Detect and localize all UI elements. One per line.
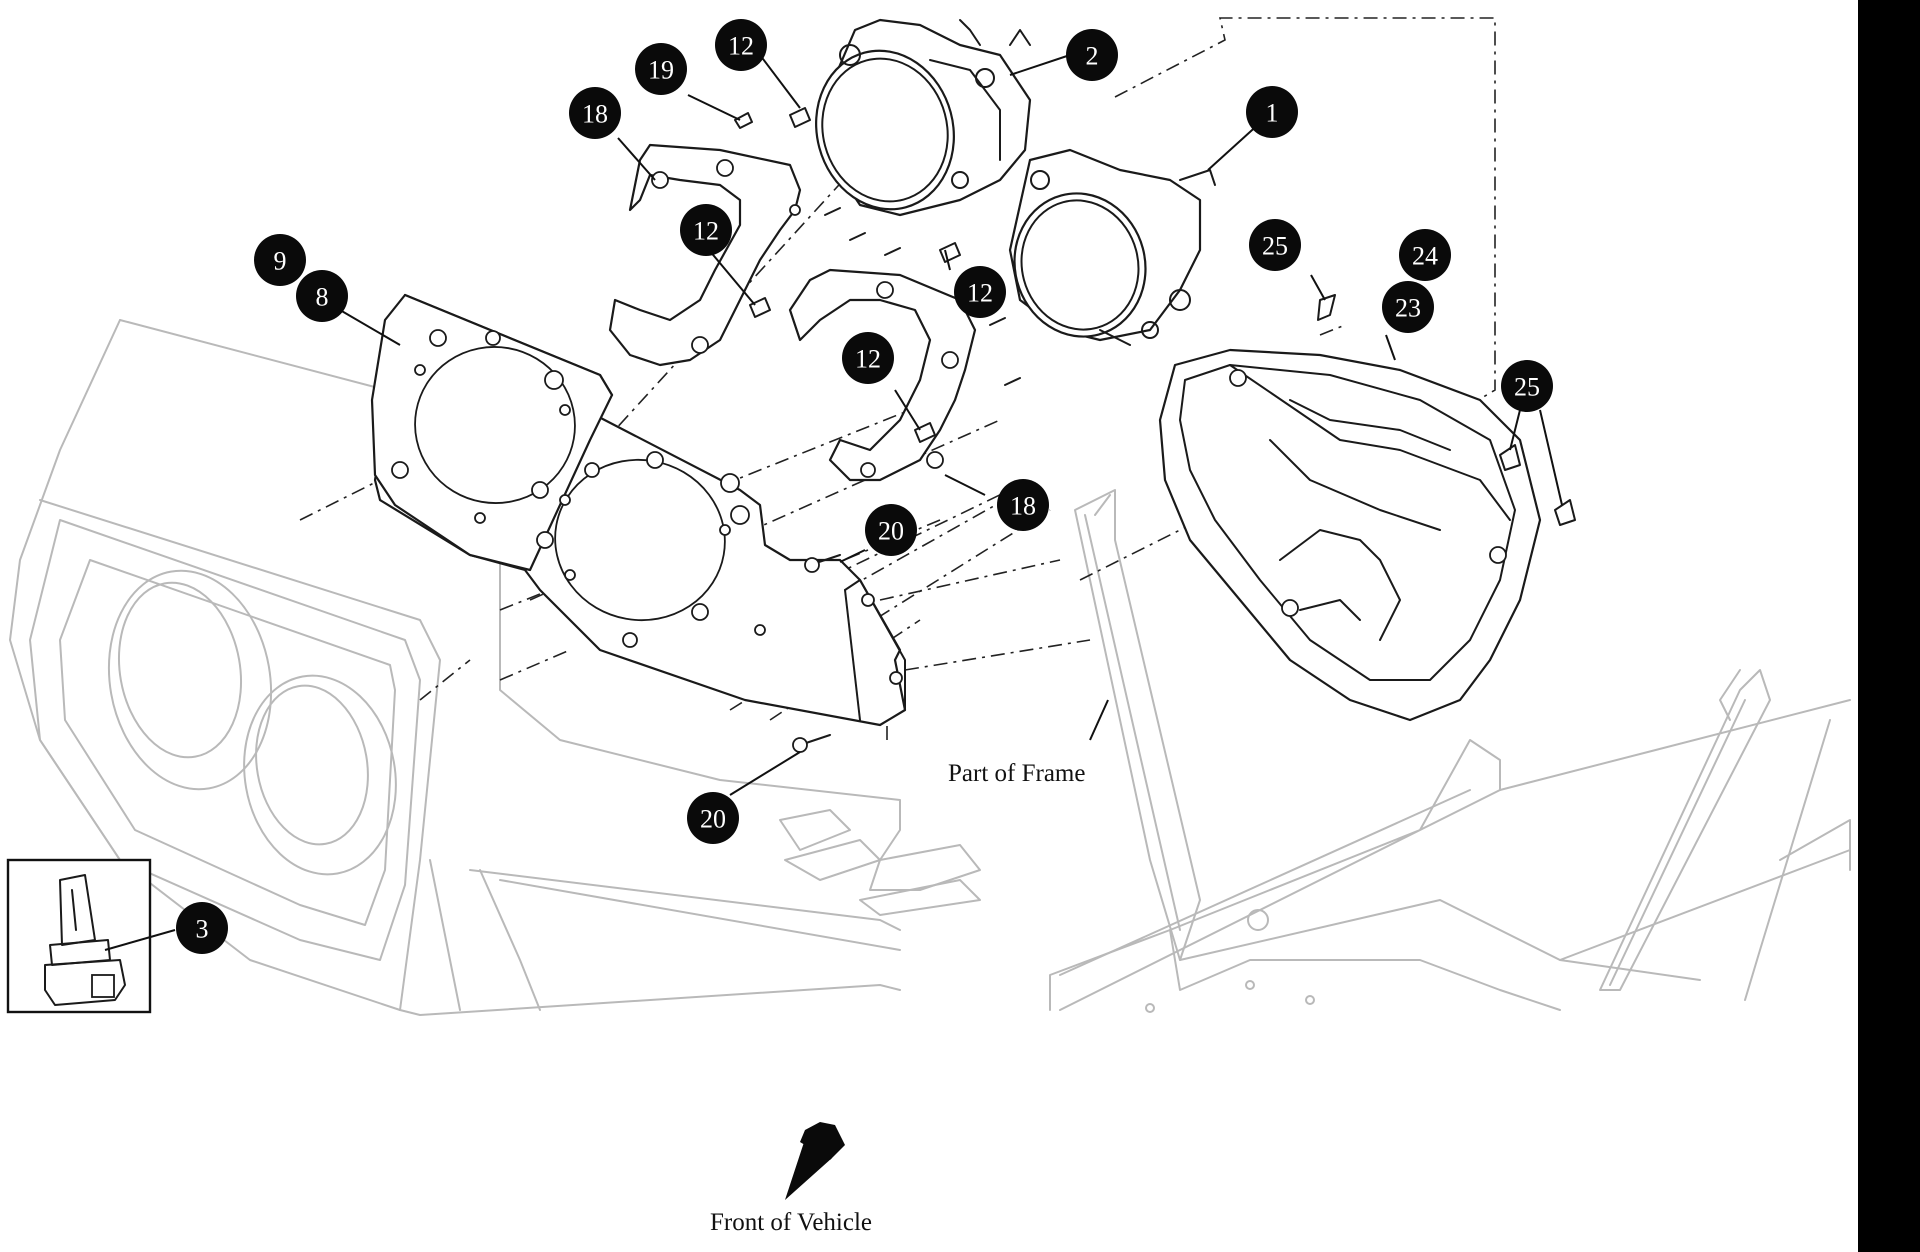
- callout-20-bottom: 20: [687, 792, 739, 844]
- fasteners: [734, 107, 1576, 753]
- mounting-bracket-8-9: [370, 293, 907, 727]
- callout-1-label: 1: [1266, 99, 1279, 128]
- ring-bracket-18-upper: [608, 143, 802, 367]
- callout-12-right: 12: [954, 266, 1006, 318]
- callout-12-mid: 12: [842, 332, 894, 384]
- callout-18-top: 18: [569, 87, 621, 139]
- callout-12-mid-label: 12: [855, 345, 881, 374]
- callout-20-top: 20: [865, 504, 917, 556]
- callout-12-top: 12: [715, 19, 767, 71]
- callout-23-label: 23: [1395, 294, 1421, 323]
- front-of-vehicle-label: Front of Vehicle: [710, 1209, 872, 1236]
- part-of-frame-label: Part of Frame: [948, 760, 1085, 787]
- callout-9: 9: [254, 234, 306, 286]
- callout-12-right-label: 12: [967, 279, 993, 308]
- callout-24: 24: [1399, 229, 1451, 281]
- callout-20-bottom-label: 20: [700, 805, 726, 834]
- right-black-border: [1858, 0, 1920, 1252]
- callout-3-label: 3: [196, 915, 209, 944]
- callout-23: 23: [1382, 281, 1434, 333]
- callout-12-left: 12: [680, 204, 732, 256]
- callout-19-label: 19: [648, 56, 674, 85]
- callout-25-right: 25: [1501, 360, 1553, 412]
- headlamp-housing-23-24: [1158, 348, 1542, 722]
- headlamp-2: [815, 18, 1032, 217]
- callout-9-label: 9: [274, 247, 287, 276]
- vehicle-body-ghost: [9, 319, 1851, 1016]
- callout-24-label: 24: [1412, 242, 1438, 271]
- callout-19: 19: [635, 43, 687, 95]
- callout-12-left-label: 12: [693, 217, 719, 246]
- callout-25-left-label: 25: [1262, 232, 1288, 261]
- callout-12-top-label: 12: [728, 32, 754, 61]
- callout-8-label: 8: [316, 283, 329, 312]
- callout-18-bottom-label: 18: [1010, 492, 1036, 521]
- callout-1: 1: [1246, 86, 1298, 138]
- callout-2-label: 2: [1086, 42, 1099, 71]
- callout-18-bottom: 18: [997, 479, 1049, 531]
- front-arrow-icon: [785, 1122, 845, 1200]
- callout-25-right-label: 25: [1514, 373, 1540, 402]
- callout-18-top-label: 18: [582, 100, 608, 129]
- headlamp-1: [1008, 148, 1216, 346]
- bulb-inset: [6, 858, 152, 1014]
- callout-25-left: 25: [1249, 219, 1301, 271]
- ring-bracket-18-lower: [788, 268, 977, 482]
- callout-3: 3: [176, 902, 228, 954]
- callout-8: 8: [296, 270, 348, 322]
- callout-20-top-label: 20: [878, 517, 904, 546]
- callout-2: 2: [1066, 29, 1118, 81]
